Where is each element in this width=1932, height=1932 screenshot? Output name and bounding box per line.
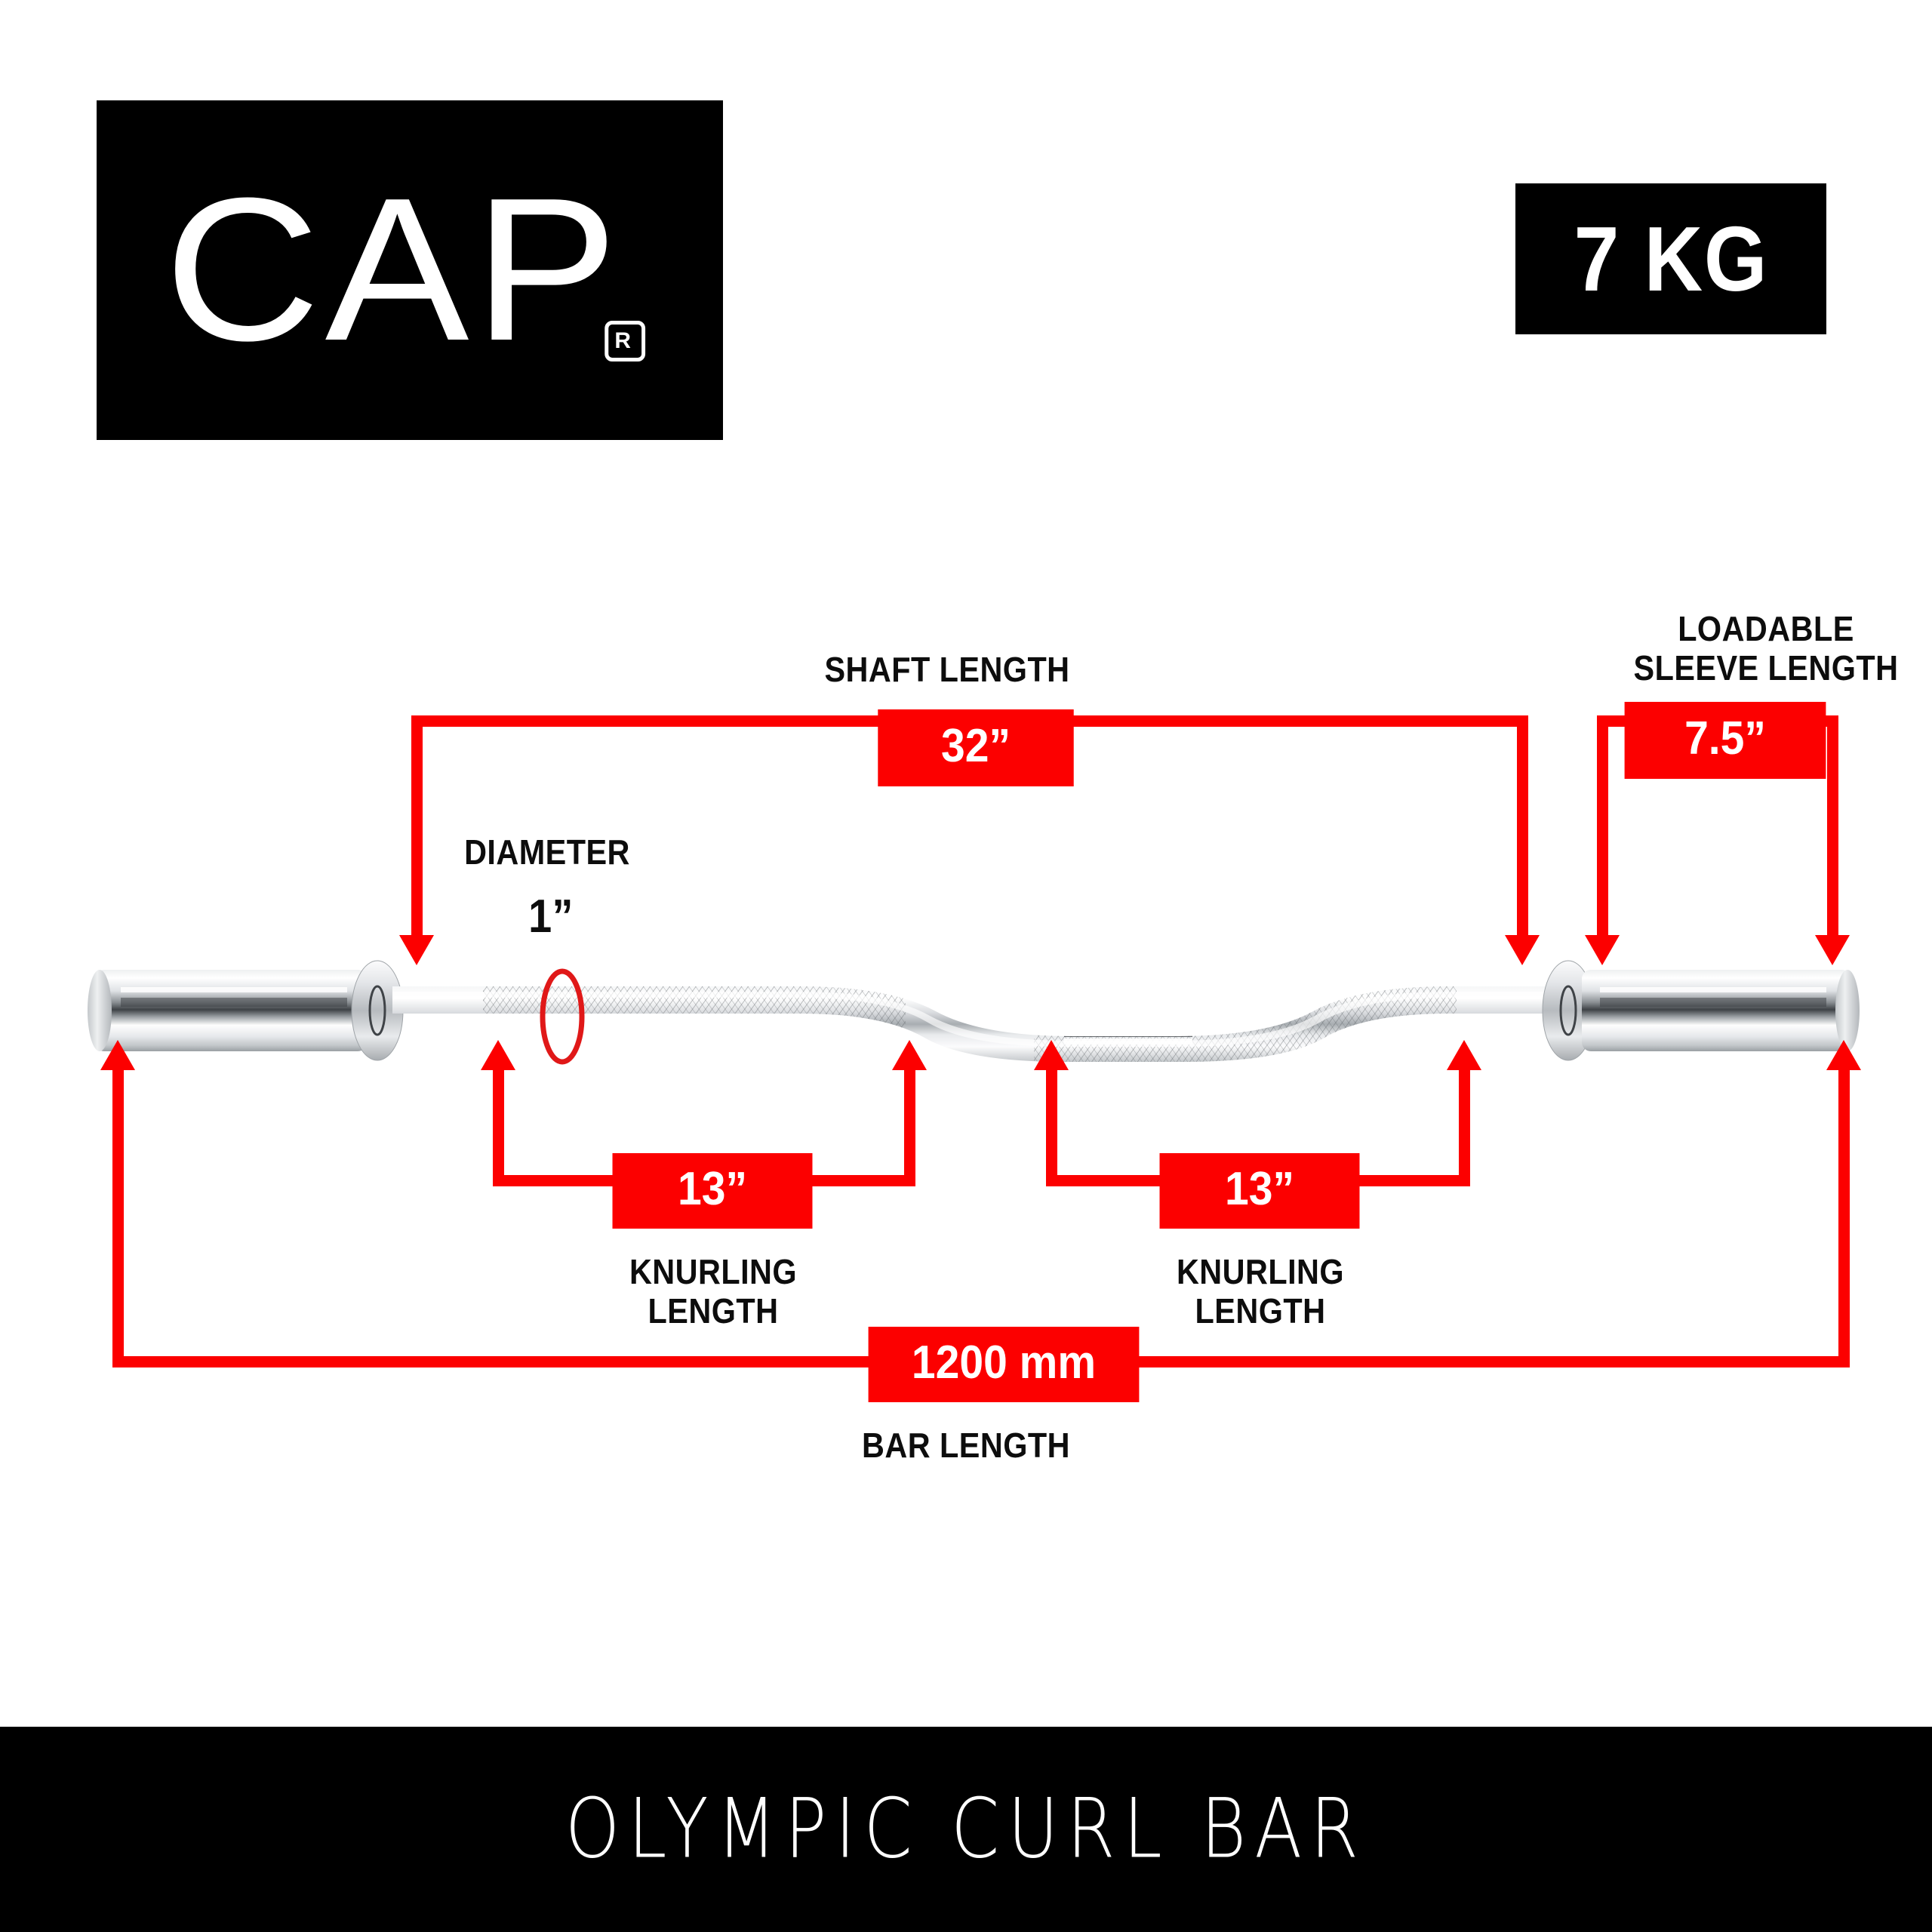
sleeve-arrow-right [1815, 935, 1850, 965]
sleeve-length-value-chip: 7.5” [1624, 702, 1826, 779]
brand-logo-text: CAP [165, 156, 623, 383]
sleeve-bracket-right-leg [1827, 715, 1838, 938]
shaft-arrow-right [1505, 935, 1540, 965]
knurling-left-leg-right [904, 1066, 915, 1186]
diameter-value: 1” [528, 891, 574, 943]
knurling-right-label: KNURLING LENGTH [1176, 1252, 1345, 1331]
knurling-left-arrow-right [892, 1040, 927, 1070]
registered-trademark-icon: R [605, 321, 646, 361]
right-collar-flange [1542, 960, 1595, 1061]
weight-badge-label: 7 KG [1574, 208, 1768, 310]
left-sleeve [88, 970, 367, 1051]
knurling-left-value-chip: 13” [612, 1153, 813, 1229]
shaft-arrow-left [399, 935, 434, 965]
right-sleeve [1582, 970, 1860, 1051]
shaft-bracket-left-leg [411, 715, 423, 938]
shaft-bracket-right-leg [1517, 715, 1528, 938]
bar-length-value-chip: 1200 mm [868, 1327, 1140, 1402]
knurling-left-label: KNURLING LENGTH [629, 1252, 798, 1331]
product-name-title: OLYMPIC CURL BAR [565, 1781, 1367, 1877]
brand-logo-wordmark: CAP R [165, 168, 655, 372]
knurling-right-value: 13” [1225, 1163, 1294, 1215]
knurling-left-value: 13” [678, 1163, 747, 1215]
knurling-left-arrow-left [481, 1040, 515, 1070]
shaft-length-value: 32” [941, 720, 1011, 772]
sleeve-length-label: LOADABLE SLEEVE LENGTH [1633, 609, 1899, 688]
barbell-illustration [88, 960, 1860, 1062]
knurling-right-value-chip: 13” [1159, 1153, 1360, 1229]
knurling-right-arrow-left [1034, 1040, 1069, 1070]
knurling-right-arrow-right [1447, 1040, 1481, 1070]
weight-badge: 7 KG [1515, 183, 1826, 334]
sleeve-arrow-left [1585, 935, 1620, 965]
bar-length-leg-left [112, 1066, 124, 1367]
diameter-ellipse-icon [540, 968, 585, 1065]
diameter-label: DIAMETER [464, 832, 630, 872]
shaft-length-value-chip: 32” [878, 709, 1074, 786]
bar-length-arrow-right [1826, 1040, 1861, 1070]
knurling-right-leg-left [1046, 1066, 1057, 1186]
bar-length-label: BAR LENGTH [862, 1426, 1070, 1465]
bar-length-leg-right [1838, 1066, 1850, 1367]
footer-bar: OLYMPIC CURL BAR [0, 1727, 1932, 1932]
shaft-length-label: SHAFT LENGTH [824, 650, 1070, 689]
knurling-left-leg-left [493, 1066, 504, 1186]
bar-length-value: 1200 mm [911, 1337, 1097, 1389]
knurling-right-leg-right [1459, 1066, 1470, 1186]
bar-length-arrow-left [100, 1040, 135, 1070]
sleeve-length-value: 7.5” [1684, 712, 1766, 764]
brand-logo-block: CAP R [97, 100, 723, 440]
sleeve-bracket-left-leg [1597, 715, 1608, 938]
